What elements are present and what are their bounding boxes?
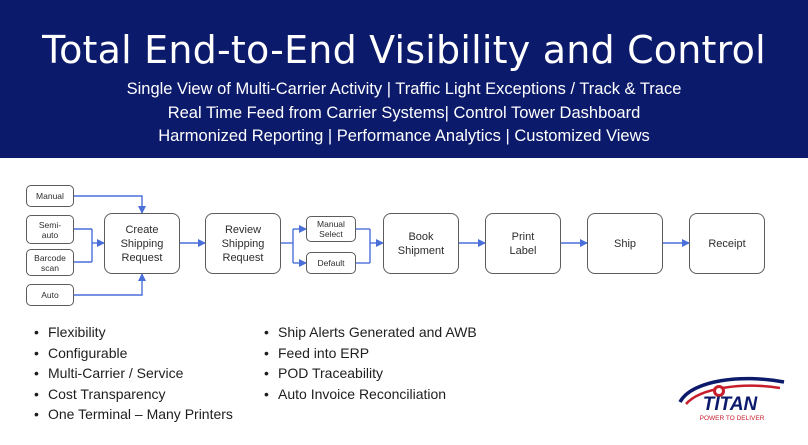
list-item: Feed into ERP bbox=[264, 343, 477, 364]
input-barcode-scan: Barcode scan bbox=[26, 249, 74, 276]
ship-box: Ship bbox=[587, 213, 663, 274]
list-item: Cost Transparency bbox=[34, 384, 233, 405]
title-banner: Total End-to-End Visibility and Control … bbox=[0, 0, 808, 158]
list-item: POD Traceability bbox=[264, 363, 477, 384]
receipt-box: Receipt bbox=[689, 213, 765, 274]
feature-list-right: Ship Alerts Generated and AWB Feed into … bbox=[264, 322, 477, 404]
list-item: Multi-Carrier / Service bbox=[34, 363, 233, 384]
list-item: Configurable bbox=[34, 343, 233, 364]
list-item: Flexibility bbox=[34, 322, 233, 343]
svg-text:POWER TO DELIVER: POWER TO DELIVER bbox=[700, 415, 765, 422]
input-semi-auto: Semi- auto bbox=[26, 215, 74, 244]
titan-logo-graphic: TITAN POWER TO DELIVER bbox=[678, 376, 785, 422]
process-flow-diagram: Manual Semi- auto Barcode scan Auto Crea… bbox=[0, 158, 808, 318]
feature-list-left: Flexibility Configurable Multi-Carrier /… bbox=[34, 322, 233, 425]
subtitle-line-1: Single View of Multi-Carrier Activity | … bbox=[126, 80, 682, 98]
subtitle-line-3: Harmonized Reporting | Performance Analy… bbox=[158, 127, 650, 145]
list-item: Ship Alerts Generated and AWB bbox=[264, 322, 477, 343]
create-shipping-request-box: Create Shipping Request bbox=[104, 213, 180, 274]
option-manual-select: Manual Select bbox=[306, 216, 356, 242]
print-label-box: Print Label bbox=[485, 213, 561, 274]
list-item: Auto Invoice Reconciliation bbox=[264, 384, 477, 405]
input-manual: Manual bbox=[26, 185, 74, 207]
connector-manual-create bbox=[74, 195, 146, 214]
list-item: One Terminal – Many Printers bbox=[34, 404, 233, 425]
subtitle-line-2: Real Time Feed from Carrier Systems| Con… bbox=[167, 104, 641, 122]
review-shipping-request-box: Review Shipping Request bbox=[205, 213, 281, 274]
titan-logo: TITAN POWER TO DELIVER bbox=[672, 372, 792, 432]
option-default: Default bbox=[306, 252, 356, 274]
svg-text:TITAN: TITAN bbox=[703, 394, 759, 415]
connector-auto-create bbox=[74, 273, 146, 296]
flow-connectors bbox=[74, 195, 690, 296]
page-title: Total End-to-End Visibility and Control bbox=[42, 28, 766, 72]
book-shipment-box: Book Shipment bbox=[383, 213, 459, 274]
input-auto: Auto bbox=[26, 284, 74, 306]
